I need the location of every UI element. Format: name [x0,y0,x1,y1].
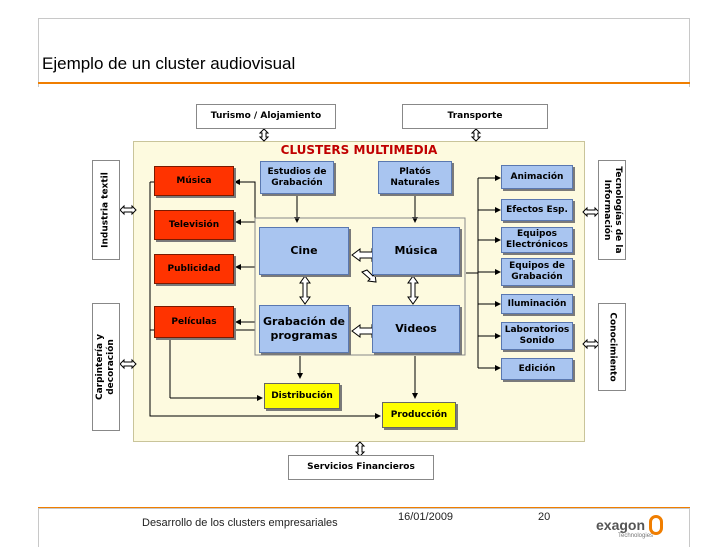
industria-textil-label: Industria textil [100,172,111,248]
exagon-logo: exagon Technologies [596,515,676,543]
cine-box: Cine [259,227,349,275]
slide-frame [38,18,690,87]
conocimiento-box: Conocimiento [598,303,626,391]
carpinteria-label: Carpintería y decoración [95,333,116,401]
logo-text: exagon [596,517,646,533]
musica-red-box: Música [154,166,234,196]
iluminacion-box: Iluminación [501,294,573,314]
cluster-title: CLUSTERS MULTIMEDIA [280,143,438,157]
footer-course: Desarrollo de los clusters empresariales [142,517,338,529]
footer-page-number: 20 [538,511,551,523]
produccion-box: Producción [382,402,456,428]
grabacion-programas-box: Grabación de programas [259,305,349,353]
footer-date: 16/01/2009 [398,511,454,523]
equipos-electronicos-box: Equipos Electrónicos [501,227,573,253]
distribucion-box: Distribución [264,383,340,409]
efectos-box: Efectos Esp. [501,199,573,221]
transporte-box: Transporte [402,104,548,129]
television-box: Televisión [154,210,234,240]
platos-naturales-box: Platós Naturales [378,161,452,194]
footer-frame [38,508,690,547]
tecnologias-box: Tecnologías de la Información [598,160,626,260]
peliculas-box: Películas [154,306,234,338]
slide-title: Ejemplo de un cluster audiovisual [42,54,296,73]
tecnologias-label: Tecnologías de la Información [602,166,623,254]
videos-box: Videos [372,305,460,353]
equipos-grabacion-box: Equipos de Grabación [501,258,573,286]
carpinteria-box: Carpintería y decoración [92,303,120,431]
animacion-box: Animación [501,165,573,189]
industria-textil-box: Industria textil [92,160,120,260]
laboratorios-sonido-box: Laboratorios Sonido [501,322,573,350]
conocimiento-label: Conocimiento [607,312,618,382]
servicios-financieros-box: Servicios Financieros [288,455,434,480]
turismo-box: Turismo / Alojamiento [196,104,336,129]
edicion-box: Edición [501,358,573,380]
logo-mark-icon [649,515,663,535]
musica-center-box: Música [372,227,460,275]
estudios-grabacion-box: Estudios de Grabación [260,161,334,194]
logo-subtext: Technologies [618,533,654,539]
publicidad-box: Publicidad [154,254,234,284]
title-divider [38,82,690,84]
